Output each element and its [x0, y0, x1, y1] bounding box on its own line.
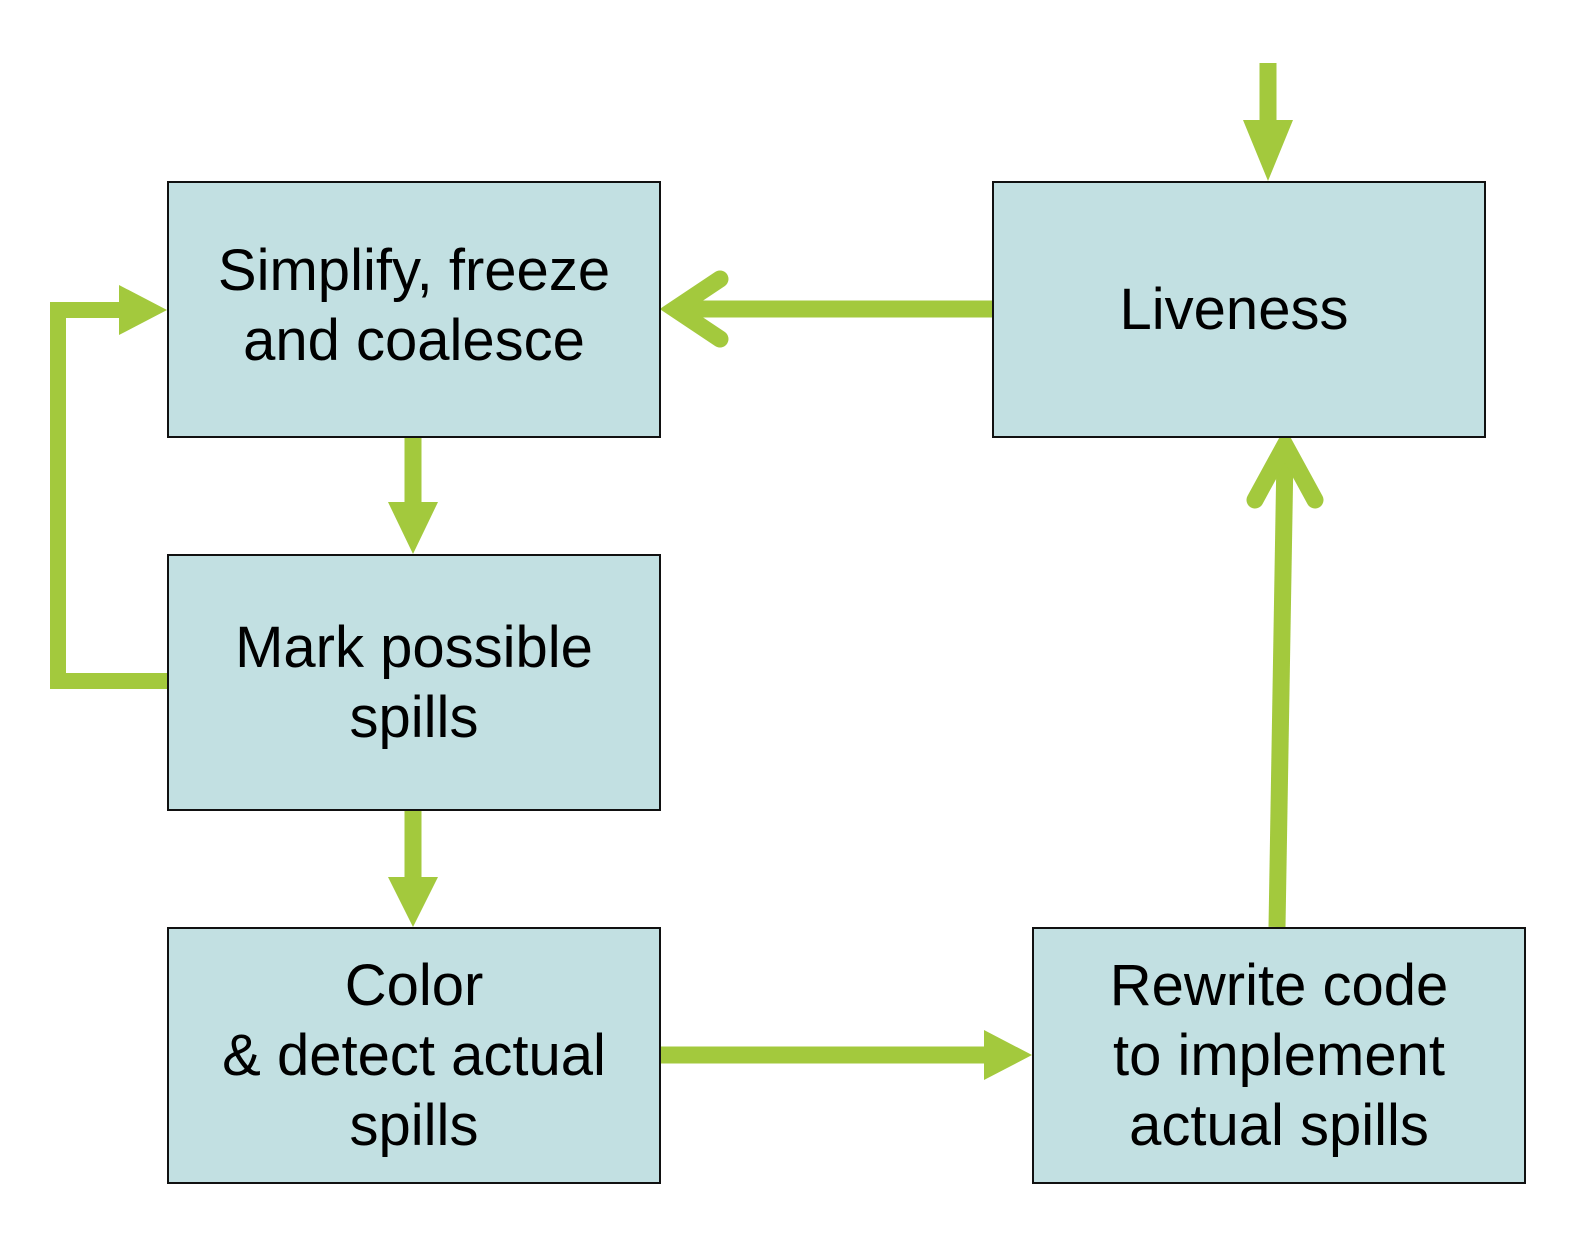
edge-rewrite-to-liveness: [1246, 427, 1324, 928]
node-label: Rewrite code to implement actual spills: [1109, 952, 1449, 1158]
node-rewrite-code: Rewrite code to implement actual spills: [1032, 927, 1526, 1184]
edge-simplify-to-mark: [388, 438, 438, 554]
node-liveness: Liveness: [992, 181, 1486, 438]
node-label: Simplify, freeze and coalesce: [217, 237, 611, 373]
node-label: Mark possible spills: [235, 614, 593, 750]
edge-mark-to-simplify: [50, 285, 167, 689]
edge-start-to-liveness: [1243, 63, 1293, 181]
node-mark-possible-spills: Mark possible spills: [167, 554, 661, 811]
node-label: Color & detect actual spills: [222, 952, 606, 1158]
edge-liveness-to-simplify: [659, 270, 992, 348]
edge-color-to-rewrite: [661, 1030, 1032, 1080]
node-color-detect-spills: Color & detect actual spills: [167, 927, 661, 1184]
edge-mark-to-color: [388, 811, 438, 927]
node-simplify-freeze-coalesce: Simplify, freeze and coalesce: [167, 181, 661, 438]
node-label: Liveness: [1119, 276, 1349, 342]
